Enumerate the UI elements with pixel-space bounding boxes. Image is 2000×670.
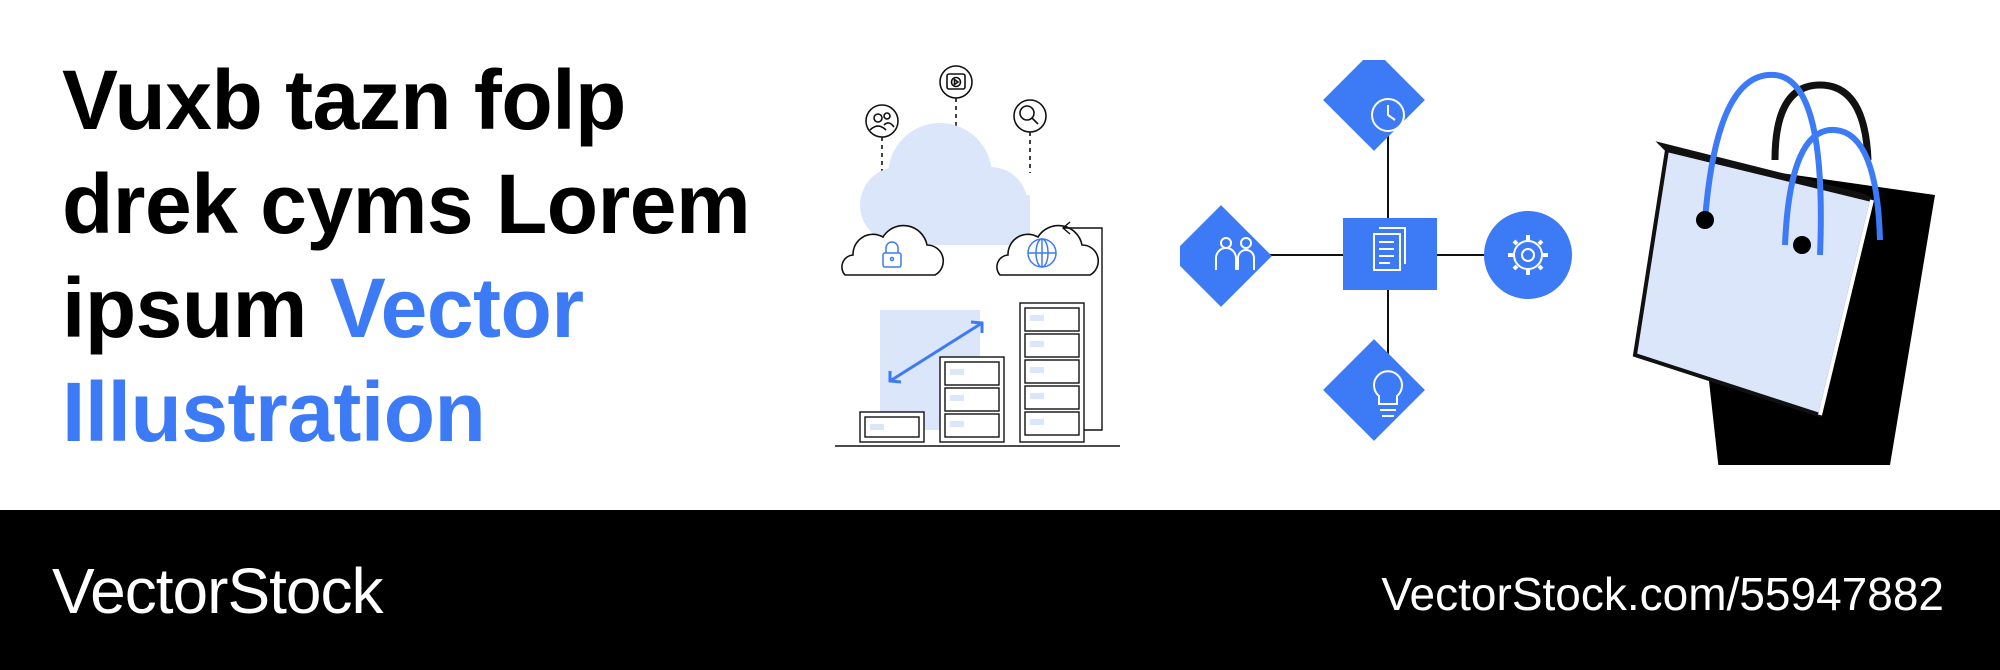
server-rack-icon bbox=[859, 302, 1085, 443]
users-icon bbox=[865, 104, 899, 138]
brand-logo[interactable]: VectorStock bbox=[52, 555, 383, 627]
gear-icon bbox=[1484, 211, 1572, 299]
headline-accent-1: Vector bbox=[329, 261, 584, 355]
headline-line-1: Vuxb tazn folp bbox=[62, 53, 626, 147]
double-arrow-icon bbox=[888, 320, 984, 384]
workflow-illustration bbox=[1180, 60, 1572, 441]
headline-line-3: ipsum bbox=[62, 261, 307, 355]
video-icon bbox=[939, 65, 973, 99]
shopping-bag-icon bbox=[1632, 71, 1935, 465]
headline: Vuxb tazn folp drek cyms Lorem ipsum Vec… bbox=[62, 48, 782, 464]
cloud-server-illustration bbox=[835, 65, 1120, 447]
lightbulb-icon bbox=[1323, 339, 1425, 441]
banner-canvas: Vuxb tazn folp drek cyms Lorem ipsum Vec… bbox=[62, 48, 1935, 465]
users-icon bbox=[1180, 205, 1272, 307]
cloud-shape bbox=[860, 123, 1030, 245]
clock-icon bbox=[1323, 60, 1425, 151]
headline-accent-2: Illustration bbox=[62, 365, 486, 459]
document-icon bbox=[1343, 218, 1437, 290]
footer-url[interactable]: VectorStock.com/55947882 bbox=[1381, 568, 1944, 620]
globe-icon bbox=[1027, 238, 1057, 268]
lock-icon bbox=[882, 241, 902, 268]
footer-bar: VectorStock VectorStock.com/55947882 bbox=[0, 510, 2000, 670]
headline-line-2: drek cyms Lorem bbox=[62, 157, 751, 251]
search-icon bbox=[1013, 99, 1047, 133]
